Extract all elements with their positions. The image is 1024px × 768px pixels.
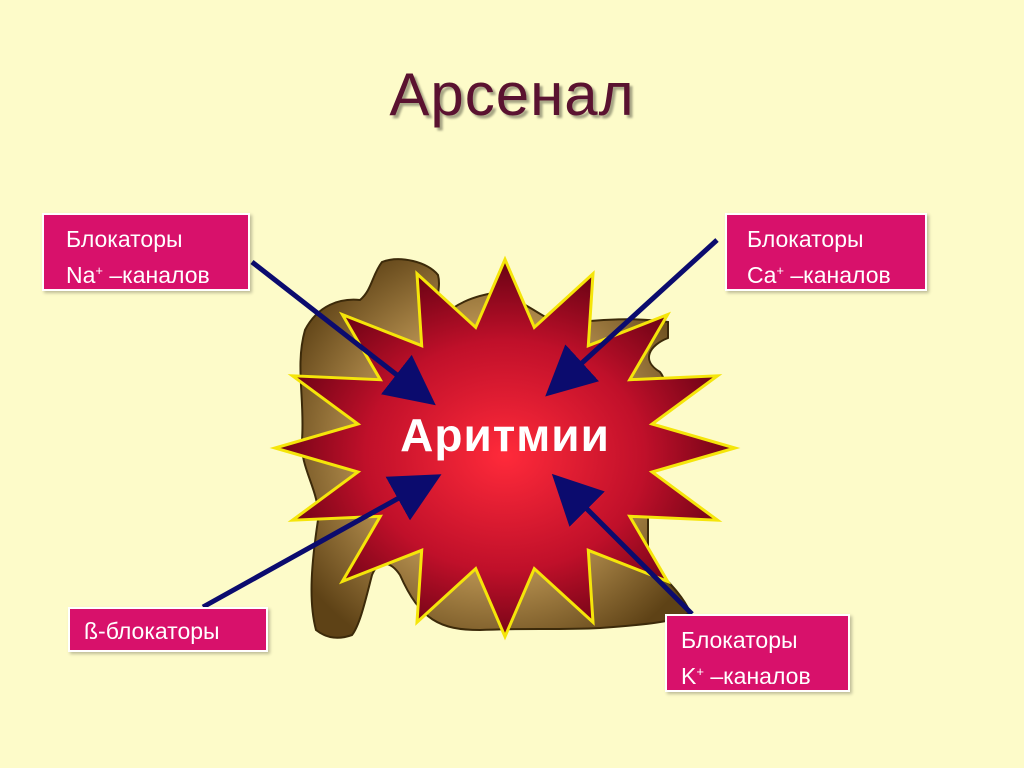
arrow-beta-blockers: [201, 474, 442, 610]
arrow-ca-channel-blockers: [545, 238, 719, 397]
ca-box-line1: Блокаторы: [747, 226, 864, 252]
arrow-k-channel-blockers: [551, 473, 694, 616]
arrhythmia-label: Аритмии: [400, 409, 610, 461]
k-box-line2: K+ –каналов: [681, 663, 811, 689]
ca-channel-blockers-box: Блокаторы Ca+ –каналов: [725, 213, 927, 291]
ca-box-line2: Ca+ –каналов: [747, 262, 891, 288]
na-box-line1: Блокаторы: [66, 226, 183, 252]
beta-blockers-box: ß-блокаторы: [68, 607, 268, 652]
na-box-line2: Na+ –каналов: [66, 262, 210, 288]
beta-box-line1: ß-блокаторы: [84, 618, 220, 644]
k-box-line1: Блокаторы: [681, 627, 798, 653]
na-channel-blockers-box: Блокаторы Na+ –каналов: [42, 213, 250, 291]
arrow-na-channel-blockers: [250, 260, 436, 406]
slide-title: Арсенал: [389, 61, 635, 128]
k-channel-blockers-box: Блокаторы K+ –каналов: [665, 614, 850, 692]
